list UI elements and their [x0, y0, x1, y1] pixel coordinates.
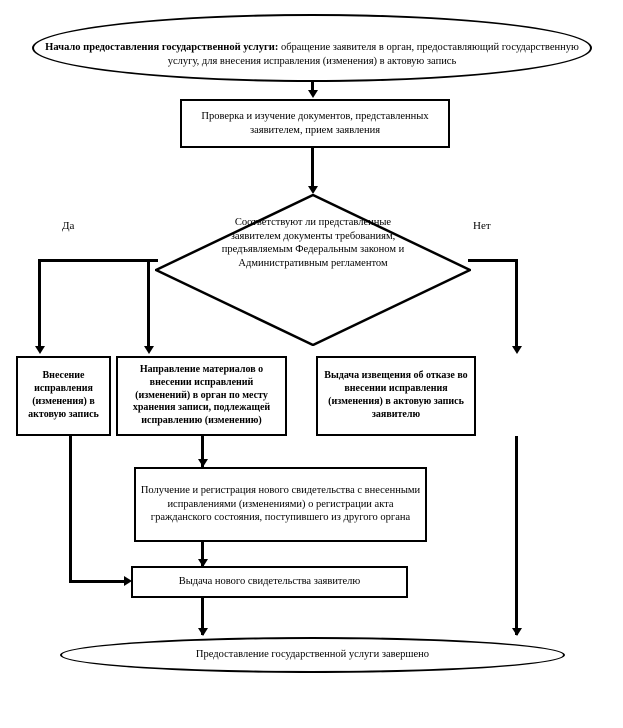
node-refusal-notice-text: Выдача извещения об отказе во внесении и… — [324, 370, 468, 420]
node-receive-register-text: Получение и регистрация нового свидетель… — [140, 485, 421, 524]
node-check-docs: Проверка и изучение документов, представ… — [180, 99, 450, 148]
node-start: Начало предоставления государственной ус… — [32, 14, 592, 82]
node-end: Предоставление государственной услуги за… — [60, 637, 565, 673]
connector-yes-horizontal — [38, 259, 158, 262]
arrowhead-yes-to-correction — [35, 346, 45, 354]
connector-yes-to-send-materials — [147, 259, 150, 348]
node-start-text: Начало предоставления государственной ус… — [34, 28, 590, 68]
node-start-text-rest: обращение заявителя в орган, предоставля… — [167, 42, 579, 67]
node-end-text: Предоставление государственной услуги за… — [195, 649, 430, 661]
arrowhead-start-to-check — [308, 90, 318, 98]
connector-issue-to-end — [201, 598, 204, 635]
arrowhead-yes-to-send-materials — [144, 346, 154, 354]
arrowhead-check-to-decision — [308, 186, 318, 194]
arrowhead-correction-to-issue — [124, 576, 132, 586]
node-issue-certificate: Выдача нового свидетельства заявителю — [131, 566, 408, 598]
node-check-docs-text: Проверка и изучение документов, представ… — [201, 111, 429, 136]
node-send-materials-text: Направление материалов о внесении исправ… — [132, 364, 271, 427]
decision-shape — [155, 194, 471, 346]
node-start-text-bold: Начало предоставления государственной ус… — [45, 42, 279, 54]
connector-no-to-refusal — [515, 259, 518, 348]
node-send-materials: Направление материалов о внесении исправ… — [116, 356, 287, 436]
connector-correction-right — [69, 580, 127, 583]
arrowhead-refusal-to-end — [512, 628, 522, 636]
connector-check-to-decision — [311, 148, 314, 188]
arrowhead-receive-to-issue — [198, 559, 208, 567]
node-receive-register: Получение и регистрация нового свидетель… — [134, 467, 427, 542]
node-decision-text: Соответствуют ли представленные заявител… — [221, 217, 405, 269]
connector-no-horizontal — [468, 259, 518, 262]
arrowhead-send-to-receive — [198, 459, 208, 467]
node-issue-certificate-text: Выдача нового свидетельства заявителю — [178, 576, 361, 588]
node-refusal-notice: Выдача извещения об отказе во внесении и… — [316, 356, 476, 436]
node-make-correction-text: Внесение исправления (изменения) в актов… — [28, 370, 99, 420]
node-decision: Соответствуют ли представленные заявител… — [155, 194, 471, 346]
node-make-correction: Внесение исправления (изменения) в актов… — [16, 356, 111, 436]
connector-send-to-receive — [201, 436, 204, 468]
arrowhead-no-to-refusal — [512, 346, 522, 354]
branch-label-no: Нет — [473, 220, 491, 232]
connector-refusal-to-end — [515, 436, 518, 635]
connector-correction-down — [69, 436, 72, 583]
arrowhead-issue-to-end — [198, 628, 208, 636]
connector-receive-to-issue — [201, 542, 204, 566]
branch-label-yes: Да — [62, 220, 75, 232]
connector-start-to-check — [311, 80, 314, 94]
connector-yes-to-correction — [38, 259, 41, 348]
